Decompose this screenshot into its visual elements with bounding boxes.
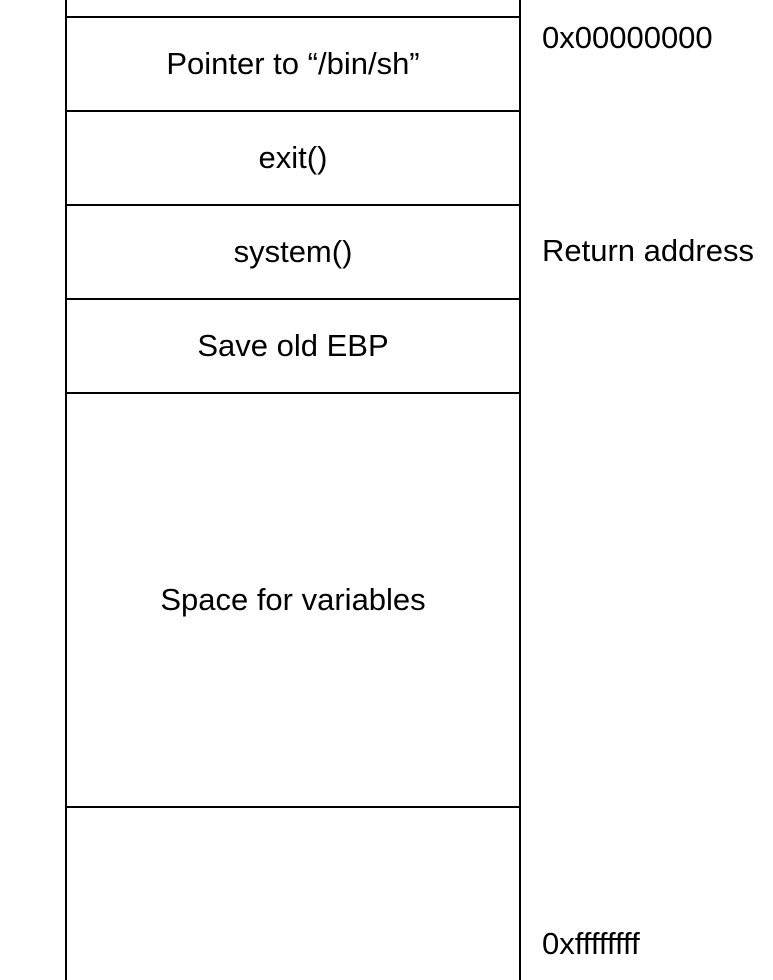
stack-divider <box>65 16 521 18</box>
stack-diagram: Pointer to “/bin/sh” exit() system() Sav… <box>65 0 521 980</box>
stack-cell-top <box>67 0 519 16</box>
stack-divider <box>65 110 521 112</box>
stack-cell-exit: exit() <box>258 140 328 175</box>
return-address-label: Return address <box>542 233 754 268</box>
stack-divider <box>65 204 521 206</box>
stack-cell-system: system() <box>233 234 353 269</box>
stack-divider <box>65 392 521 394</box>
stack-right-border <box>519 0 521 980</box>
stack-divider <box>65 806 521 808</box>
stack-left-border <box>65 0 67 980</box>
stack-divider <box>65 298 521 300</box>
top-address-label: 0x00000000 <box>542 20 713 55</box>
stack-cell-variables: Space for variables <box>160 582 426 617</box>
stack-cell-binsh-pointer: Pointer to “/bin/sh” <box>166 46 420 81</box>
bottom-address-label: 0xffffffff <box>542 926 640 961</box>
stack-cell-saved-ebp: Save old EBP <box>197 328 389 363</box>
stack-cell-bottom <box>67 808 519 980</box>
